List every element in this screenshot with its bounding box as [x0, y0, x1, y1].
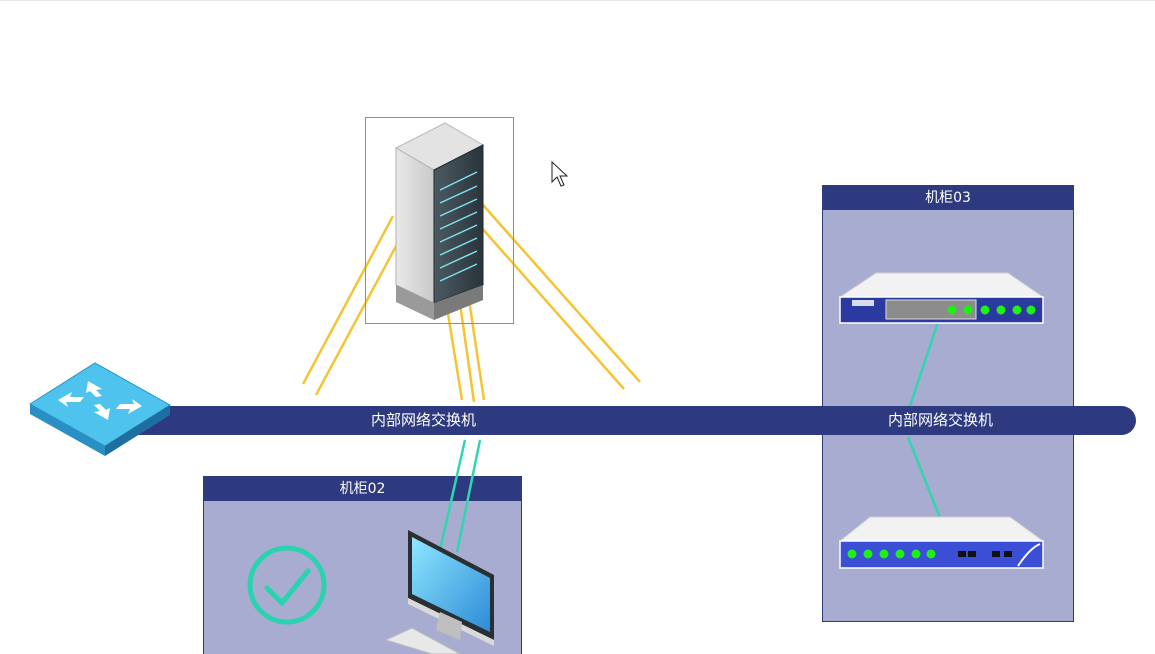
link-rack-left-2 — [314, 221, 411, 396]
cabinet-02-title: 机柜02 — [204, 477, 521, 501]
link-rack-right-2 — [472, 217, 625, 390]
link-rack-left-1 — [301, 215, 395, 385]
rack-selection-box[interactable] — [365, 117, 514, 324]
top-border — [0, 0, 1155, 1]
cabinet-03[interactable]: 机柜03 — [822, 185, 1074, 622]
cursor-icon — [551, 160, 569, 187]
cabinet-02[interactable]: 机柜02 — [203, 476, 522, 654]
link-rack-right-1 — [482, 204, 641, 383]
server-rack-icon[interactable] — [394, 122, 485, 320]
bus-label-left: 内部网络交换机 — [371, 411, 477, 429]
internal-switch-bus[interactable] — [110, 406, 1136, 435]
link-rack-down-2 — [448, 232, 476, 403]
link-rack-down-3 — [456, 225, 486, 401]
yellow-links — [301, 204, 641, 403]
link-rack-down-1 — [434, 239, 464, 401]
cabinet-03-title: 机柜03 — [823, 186, 1073, 210]
bus-label-right: 内部网络交换机 — [888, 411, 994, 429]
